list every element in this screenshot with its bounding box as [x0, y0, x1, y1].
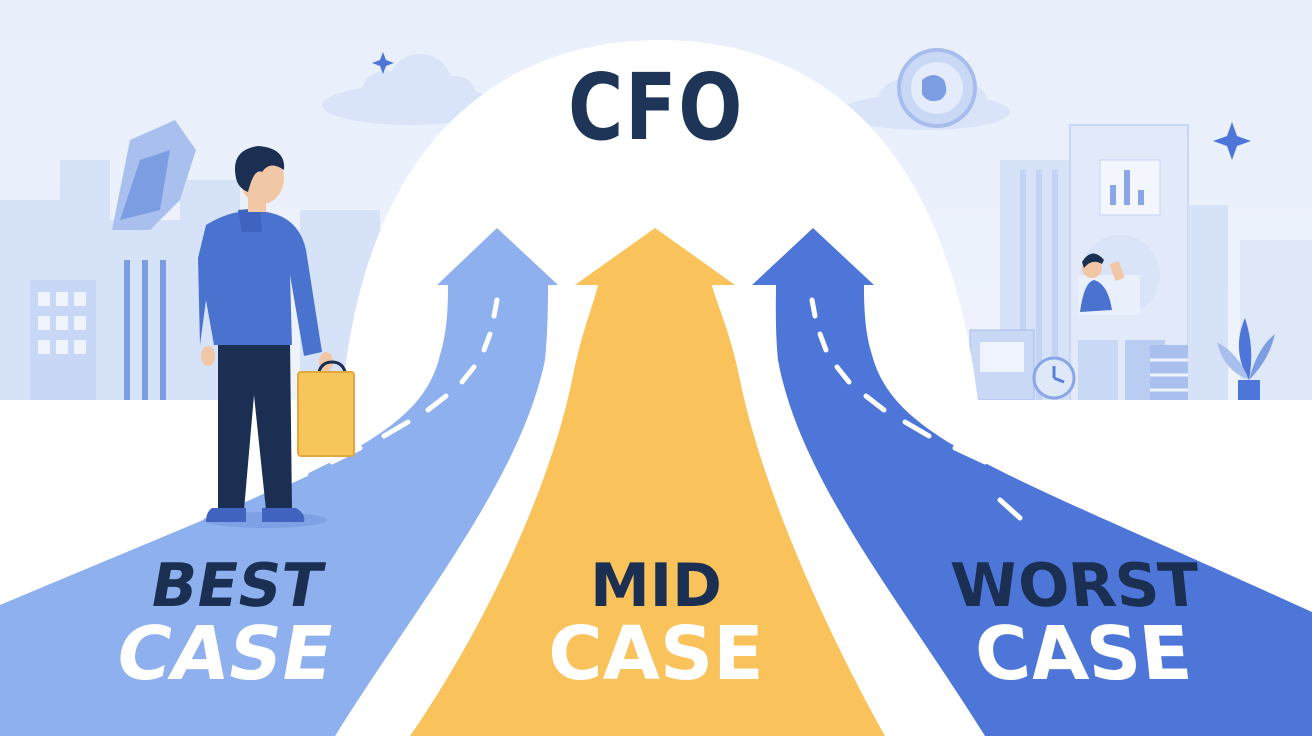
- worst-case-label: WORST CASE: [913, 551, 1247, 698]
- briefcase-icon: [297, 360, 355, 457]
- mid-case-label-line1: MID: [590, 551, 722, 621]
- best-case-label-line1: BEST: [145, 551, 329, 621]
- worst-case-label-line1: WORST: [948, 551, 1204, 621]
- best-case-label: BEST CASE: [58, 551, 402, 698]
- mid-case-label: MID CASE: [496, 551, 816, 698]
- worst-case-road-dashes: [809, 297, 1023, 521]
- worst-case-road: [752, 228, 1312, 736]
- globe-icon: [897, 48, 977, 128]
- mid-case-label-line2: CASE: [548, 611, 764, 698]
- cloud-icon: [322, 54, 498, 125]
- mid-case-road: [410, 228, 885, 736]
- left-building-detail: [30, 120, 196, 405]
- person-in-window: [1078, 235, 1160, 315]
- plant-icon: [1217, 318, 1275, 404]
- best-case-road: [0, 228, 558, 736]
- best-case-label-line2: CASE: [109, 611, 341, 698]
- businessman-figure: [198, 146, 333, 528]
- title: CFO: [568, 54, 744, 161]
- worst-case-label-line2: CASE: [970, 611, 1196, 698]
- sparkle-icon: [372, 52, 1251, 160]
